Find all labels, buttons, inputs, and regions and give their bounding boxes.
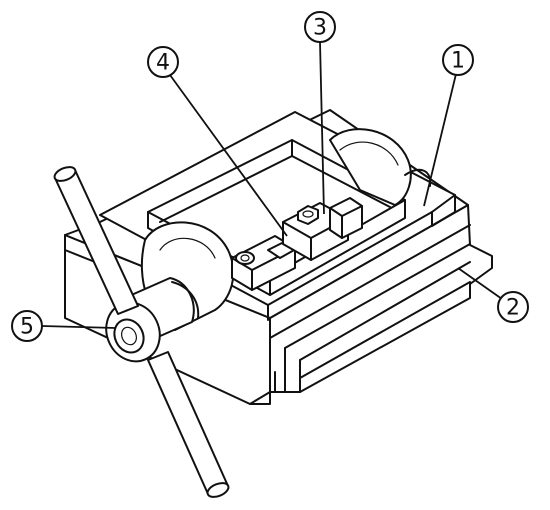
- callout-3-label: 3: [313, 16, 327, 41]
- callout-3: 3: [304, 11, 336, 215]
- hub: [105, 281, 200, 363]
- clamp-assembly: [231, 197, 363, 291]
- callout-5-label: 5: [20, 315, 34, 340]
- cylinder-housing: [119, 128, 432, 345]
- callout-5: 5: [11, 310, 117, 342]
- callout-4: 4: [147, 46, 288, 237]
- handle-bar: [53, 166, 230, 498]
- callout-4-label: 4: [156, 51, 170, 76]
- callout-1: 1: [423, 44, 474, 207]
- callout-2: 2: [457, 267, 529, 323]
- callout-1-label: 1: [451, 49, 465, 74]
- callout-2-label: 2: [506, 296, 520, 321]
